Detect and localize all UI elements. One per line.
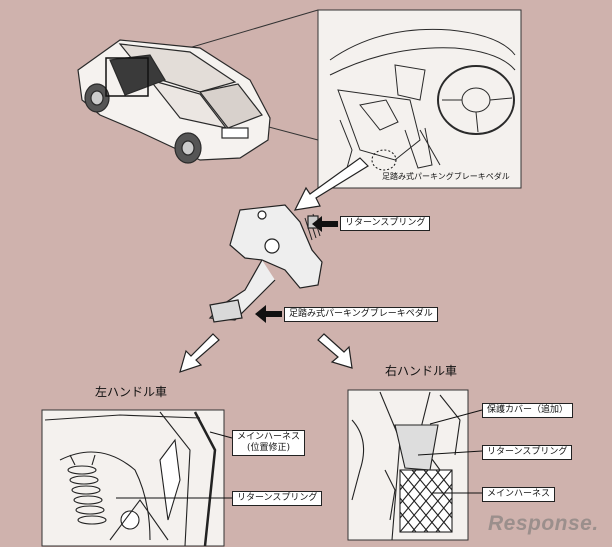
lhd-heading: 左ハンドル車: [95, 385, 168, 399]
rhd-main-harness-label: メインハーネス: [482, 487, 556, 502]
zoom-frame-box: [105, 57, 149, 97]
parking-brake-pedal-label: 足踏み式パーキングブレーキペダル: [284, 307, 438, 322]
pointer-arrow-parking-pedal: [255, 305, 282, 323]
lhd-main-harness-label: メインハーネス (位置修正): [232, 430, 306, 456]
response-watermark: Response.: [488, 512, 599, 535]
suv-car-drawing: [77, 39, 271, 164]
pointer-arrow-return-spring: [312, 216, 338, 232]
lhd-return-spring-label: リターンスプリング: [232, 491, 323, 506]
flow-arrow-1: [293, 157, 369, 211]
dashboard-panel: [317, 9, 522, 189]
rhd-protective-cover-label: 保護カバー（追加）: [482, 403, 574, 418]
return-spring-label: リターンスプリング: [340, 216, 431, 231]
lhd-detail-panel: [41, 409, 233, 547]
rhd-detail-panel: [347, 389, 483, 541]
split-arrow-right: [317, 333, 353, 369]
pedal-assembly: [208, 204, 323, 323]
dashboard-parking-pedal-caption: 足踏み式パーキングブレーキペダル: [382, 172, 510, 181]
rhd-return-spring-label: リターンスプリング: [482, 445, 573, 460]
split-arrow-left: [179, 333, 220, 373]
rhd-heading: 右ハンドル車: [385, 364, 458, 378]
